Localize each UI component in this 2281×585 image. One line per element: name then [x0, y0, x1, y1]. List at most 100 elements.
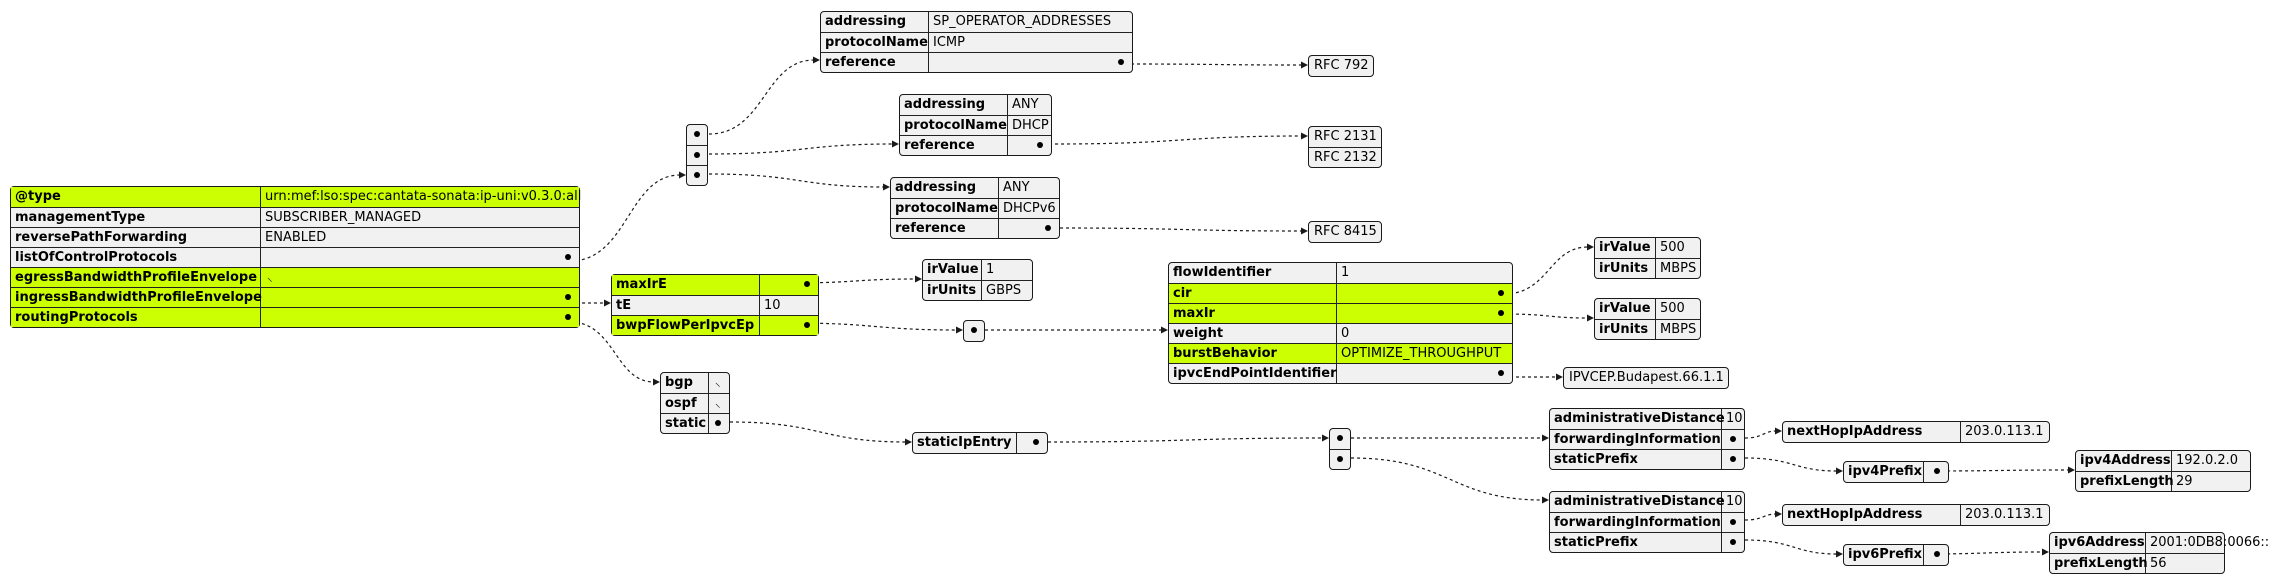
link-dot-icon[interactable]	[565, 314, 571, 320]
static-entry-table-row[interactable]: staticPrefix	[1550, 449, 1744, 469]
key-label: administrativeDistance	[1550, 409, 1725, 429]
value-text: ANY	[1003, 180, 1030, 195]
leaf-value: RFC 2132	[1309, 147, 1381, 167]
key-label: reference	[900, 136, 1008, 155]
value-text: 500	[1660, 240, 1685, 255]
key-label: maxIrE	[612, 275, 760, 295]
arrowhead-icon	[905, 438, 912, 446]
value-text: 192.0.2.0	[2176, 453, 2239, 468]
connector-line	[1744, 457, 1838, 472]
link-dot-icon[interactable]	[971, 327, 977, 333]
link-dot-icon[interactable]	[694, 172, 700, 178]
bwp-flow-table-row[interactable]: maxIr	[1169, 303, 1512, 323]
connector-line	[1124, 63, 1303, 66]
leaf-value: RFC 2131	[1314, 129, 1377, 144]
array-item[interactable]	[964, 321, 984, 341]
value-cell	[999, 219, 1059, 238]
value-cell	[261, 248, 579, 267]
link-dot-icon[interactable]	[1337, 435, 1343, 441]
link-dot-icon[interactable]	[694, 152, 700, 158]
bwp-flow-table-row[interactable]: cir	[1169, 283, 1512, 303]
control-protocol-table-row[interactable]: reference	[891, 218, 1059, 238]
link-dot-icon[interactable]	[1730, 456, 1736, 462]
value-cell: ENABLED	[261, 228, 579, 247]
value-cell	[261, 308, 579, 327]
link-dot-icon[interactable]	[1498, 310, 1504, 316]
link-dot-icon[interactable]	[1934, 551, 1940, 557]
reference-list: RFC 792	[1308, 55, 1374, 77]
link-dot-icon[interactable]	[565, 254, 571, 260]
root-object-table-row[interactable]: listOfControlProtocols	[11, 247, 579, 267]
link-dot-icon[interactable]	[1730, 519, 1736, 525]
root-object-table-row[interactable]: ingressBandwidthProfileEnvelope	[11, 287, 579, 307]
arrowhead-icon	[1161, 326, 1168, 334]
key-label: static	[661, 414, 709, 433]
routing-protocols-table-row[interactable]: static	[661, 413, 729, 433]
value-text: ANY	[1012, 97, 1039, 112]
value-cell: SP_OPERATOR_ADDRESSES	[929, 12, 1132, 32]
key-label: protocolName	[821, 33, 929, 52]
value-cell: 10	[1722, 409, 1747, 429]
link-dot-icon[interactable]	[1498, 290, 1504, 296]
value-text: OPTIMIZE_THROUGHPUT	[1341, 346, 1502, 361]
link-dot-icon[interactable]	[804, 281, 810, 287]
static-table-row[interactable]: staticIpEntry	[913, 433, 1047, 453]
value-text: 10	[1726, 494, 1743, 509]
array-item[interactable]	[1330, 429, 1350, 449]
control-protocol-table-row[interactable]: reference	[821, 52, 1132, 72]
key-label: irUnits	[923, 281, 982, 300]
link-dot-icon[interactable]	[1037, 142, 1043, 148]
link-dot-icon[interactable]	[1118, 59, 1124, 65]
ingress-envelope-table-row[interactable]: maxIrE	[612, 275, 818, 295]
link-dot-icon[interactable]	[1045, 225, 1051, 231]
empty-object-icon: ⸜	[715, 376, 721, 389]
prefix-table-row[interactable]: ipv4Prefix	[1844, 462, 1948, 482]
control-protocol-table-row[interactable]: reference	[900, 135, 1051, 155]
connector-line	[708, 173, 885, 188]
array-item[interactable]	[1330, 449, 1350, 469]
value-text: 29	[2176, 474, 2193, 489]
value-cell	[760, 275, 818, 295]
value-cell: 192.0.2.0	[2172, 451, 2250, 471]
array-item[interactable]	[687, 125, 707, 145]
prefix-table-row[interactable]: ipv6Prefix	[1844, 545, 1948, 565]
bwp-flow-table-row[interactable]: ipvcEndPointIdentifier	[1169, 363, 1512, 383]
connector-line	[708, 143, 894, 155]
static-entry-table-row[interactable]: staticPrefix	[1550, 532, 1744, 552]
link-dot-icon[interactable]	[694, 131, 700, 137]
value-cell	[1722, 430, 1744, 449]
arrowhead-icon	[1556, 373, 1563, 381]
static-entry-table-row[interactable]: forwardingInformation	[1550, 429, 1744, 449]
array-item[interactable]	[687, 165, 707, 185]
link-dot-icon[interactable]	[1934, 468, 1940, 474]
ingress-envelope-table-row[interactable]: bwpFlowPerIpvcEp	[612, 315, 818, 335]
prefix-table: ipv4Prefix	[1843, 461, 1949, 483]
value-text: 203.0.113.1	[1965, 507, 2044, 522]
key-label: weight	[1169, 324, 1337, 343]
link-dot-icon[interactable]	[1730, 539, 1736, 545]
link-dot-icon[interactable]	[1033, 439, 1039, 445]
link-dot-icon[interactable]	[1337, 456, 1343, 462]
empty-object-icon: ⸜	[715, 397, 721, 410]
link-dot-icon[interactable]	[565, 294, 571, 300]
link-dot-icon[interactable]	[1498, 370, 1504, 376]
value-text: 2001:0DB8:0066::	[2150, 535, 2270, 550]
static-entry-table-row[interactable]: forwardingInformation	[1550, 512, 1744, 532]
key-label: addressing	[900, 95, 1008, 115]
link-dot-icon[interactable]	[715, 420, 721, 426]
connector-line	[1059, 227, 1303, 232]
root-object-table-row[interactable]: routingProtocols	[11, 307, 579, 327]
prefix-table: ipv6Prefix	[1843, 544, 1949, 566]
key-label: ipv4Prefix	[1844, 462, 1924, 482]
link-dot-icon[interactable]	[804, 322, 810, 328]
connector-line	[1503, 313, 1589, 319]
array-item[interactable]	[687, 145, 707, 165]
link-dot-icon[interactable]	[1730, 436, 1736, 442]
